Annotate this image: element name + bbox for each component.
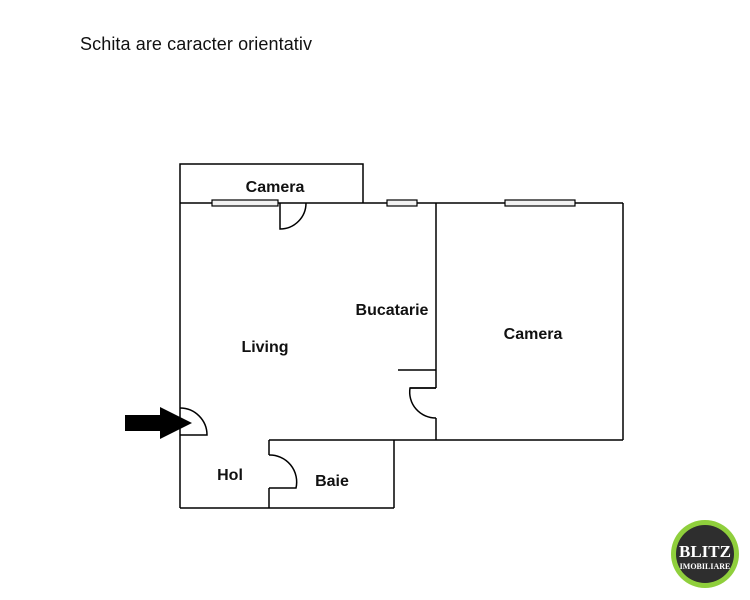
window-kitchen-top (386, 199, 418, 207)
logo-disc (676, 525, 734, 583)
doors (179, 202, 437, 489)
door-camera-top (279, 202, 307, 230)
window-camera-top (504, 199, 576, 207)
room-label-camera-right: Camera (504, 326, 563, 343)
room-label-bucatarie: Bucatarie (356, 302, 429, 319)
window-living-top (211, 199, 279, 207)
wall-camera-top (179, 163, 364, 203)
room-label-hol: Hol (217, 467, 243, 484)
room-label-baie: Baie (315, 473, 349, 490)
door-bathroom (268, 454, 298, 489)
logo-main-text: BLITZ (679, 542, 731, 561)
windows (211, 199, 576, 207)
blitz-logo: BLITZ IMOBILIARE (671, 520, 739, 588)
disclaimer-note: Schita are caracter orientativ (80, 34, 313, 54)
door-entrance (179, 407, 208, 436)
logo-sub-text: IMOBILIARE (680, 562, 731, 571)
room-label-living: Living (241, 339, 288, 356)
door-kitchen (408, 387, 437, 419)
arrow-right-icon (125, 407, 192, 439)
room-label-camera-top: Camera (246, 179, 305, 196)
